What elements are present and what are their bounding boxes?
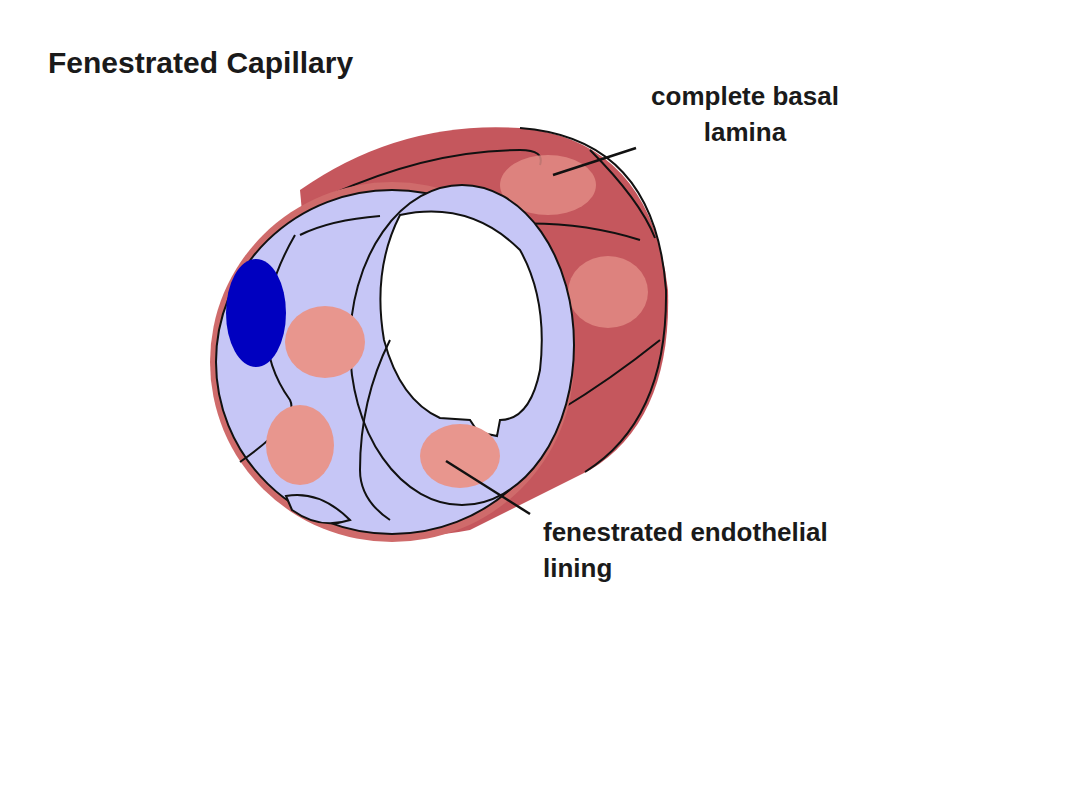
cell-border	[590, 150, 655, 238]
lining-rim	[350, 185, 574, 505]
fenestra	[266, 405, 334, 485]
fenestra	[420, 424, 500, 488]
leader-line	[553, 148, 636, 175]
lumen	[380, 212, 541, 436]
cell-border	[300, 216, 380, 235]
cell-border	[286, 495, 350, 523]
basal-lamina-patch	[568, 256, 648, 328]
cell-border	[360, 340, 390, 520]
cell-border	[560, 340, 660, 410]
basal-lamina-ring	[210, 182, 574, 542]
leader-line	[446, 461, 530, 514]
part-label: complete basal lamina	[650, 78, 840, 150]
part-label: fenestrated endothelial lining	[543, 514, 903, 586]
diagram-title: Fenestrated Capillary	[48, 46, 353, 80]
nucleus	[226, 259, 286, 367]
fenestra	[285, 306, 365, 378]
